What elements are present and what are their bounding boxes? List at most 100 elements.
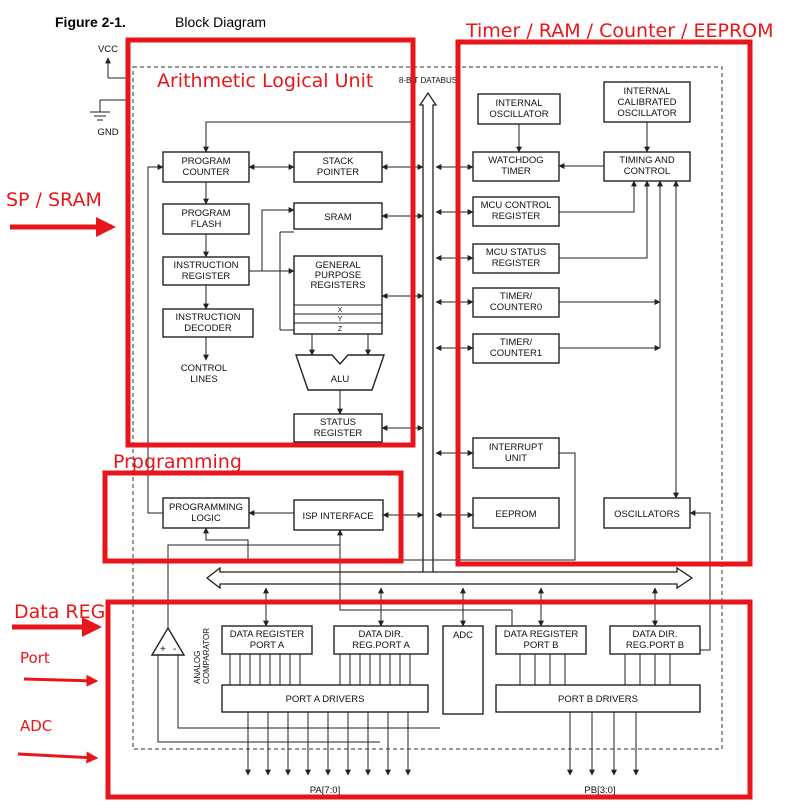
svg-text:COUNTER: COUNTER bbox=[183, 167, 230, 178]
internal-oscillator: INTERNAL OSCILLATOR bbox=[477, 93, 561, 125]
data-dir-reg-port-a: DATA DIR. REG.PORT A bbox=[333, 625, 429, 655]
program-flash: PROGRAM FLASH bbox=[162, 203, 250, 235]
instruction-decoder: INSTRUCTION DECODER bbox=[162, 308, 254, 338]
svg-text:COMPARATOR: COMPARATOR bbox=[202, 628, 211, 684]
svg-text:INTERNAL: INTERNAL bbox=[496, 98, 543, 109]
svg-text:ADC: ADC bbox=[453, 630, 473, 641]
data-reg-label: Data REG bbox=[14, 601, 105, 623]
svg-text:REGISTER: REGISTER bbox=[492, 258, 541, 269]
svg-text:LOGIC: LOGIC bbox=[191, 513, 221, 524]
svg-text:MCU CONTROL: MCU CONTROL bbox=[481, 200, 552, 211]
adc-block: ADC bbox=[442, 625, 484, 715]
control-lines: CONTROL LINES bbox=[181, 363, 227, 385]
svg-text:MCU STATUS: MCU STATUS bbox=[486, 247, 546, 258]
svg-text:OSCILLATORS: OSCILLATORS bbox=[614, 509, 680, 520]
svg-text:GENERAL: GENERAL bbox=[315, 260, 360, 271]
svg-text:INSTRUCTION: INSTRUCTION bbox=[176, 312, 241, 323]
svg-text:X: X bbox=[338, 307, 343, 314]
watchdog-timer: WATCHDOG TIMER bbox=[472, 151, 560, 182]
svg-text:CALIBRATED: CALIBRATED bbox=[618, 97, 677, 108]
svg-text:DATA REGISTER: DATA REGISTER bbox=[230, 629, 305, 640]
svg-text:STACK: STACK bbox=[323, 156, 355, 167]
analog-comparator: + - ANALOG COMPARATOR bbox=[150, 626, 211, 684]
svg-text:PURPOSE: PURPOSE bbox=[315, 270, 361, 281]
svg-text:WATCHDOG: WATCHDOG bbox=[488, 155, 543, 166]
adc-arrow bbox=[17, 751, 99, 764]
svg-text:TIMER/: TIMER/ bbox=[500, 337, 533, 348]
svg-text:REG.PORT B: REG.PORT B bbox=[626, 640, 684, 651]
svg-text:PORT A DRIVERS: PORT A DRIVERS bbox=[286, 694, 365, 705]
svg-text:EEPROM: EEPROM bbox=[495, 509, 536, 520]
timing-and-control: TIMING AND CONTROL bbox=[603, 151, 691, 182]
interrupt-unit: INTERRUPT UNIT bbox=[472, 437, 560, 469]
status-register: STATUS REGISTER bbox=[293, 413, 383, 443]
svg-text:PORT A: PORT A bbox=[250, 640, 285, 651]
svg-text:TIMER: TIMER bbox=[501, 166, 531, 177]
connection-wires bbox=[147, 121, 711, 776]
data-register-port-a: DATA REGISTER PORT A bbox=[221, 625, 313, 655]
mcu-status-register: MCU STATUS REGISTER bbox=[472, 243, 560, 274]
svg-text:ANALOG: ANALOG bbox=[193, 651, 202, 684]
svg-text:Z: Z bbox=[338, 326, 343, 333]
figure-title: Block Diagram bbox=[175, 14, 266, 30]
svg-text:UNIT: UNIT bbox=[505, 453, 527, 464]
timer-group-label: Timer / RAM / Counter / EEPROM bbox=[465, 20, 774, 42]
figure-label: Figure 2-1. bbox=[55, 14, 126, 30]
timer-group-box bbox=[455, 39, 753, 567]
adc-label: ADC bbox=[20, 717, 52, 735]
pa-pins-label: PA[7:0] bbox=[310, 785, 340, 796]
programming-group-box bbox=[102, 470, 404, 564]
svg-text:INSTRUCTION: INSTRUCTION bbox=[174, 260, 239, 271]
svg-text:Y: Y bbox=[338, 316, 343, 323]
svg-text:FLASH: FLASH bbox=[191, 219, 222, 230]
vcc-label: VCC bbox=[98, 44, 118, 55]
alu-group-label: Arithmetic Logical Unit bbox=[157, 70, 373, 92]
data-reg-group-box bbox=[105, 599, 753, 800]
svg-text:OSCILLATOR: OSCILLATOR bbox=[617, 108, 676, 119]
svg-text:PROGRAM: PROGRAM bbox=[181, 156, 230, 167]
programming-group-label: Prpgramming bbox=[113, 451, 242, 473]
databus-horizontal bbox=[205, 566, 694, 590]
svg-text:OSCILLATOR: OSCILLATOR bbox=[489, 109, 548, 120]
svg-text:STATUS: STATUS bbox=[320, 417, 356, 428]
svg-text:REGISTER: REGISTER bbox=[492, 211, 541, 222]
power-section: VCC GND bbox=[90, 44, 130, 138]
annotation-overlays: Arithmetic Logical Unit Timer / RAM / Co… bbox=[6, 20, 774, 800]
sp-sram-label: SP / SRAM bbox=[6, 189, 102, 211]
data-register-port-b: DATA REGISTER PORT B bbox=[495, 625, 587, 655]
svg-text:TIMER/: TIMER/ bbox=[500, 291, 533, 302]
pb-pins-label: PB[3:0] bbox=[584, 785, 615, 796]
program-counter: PROGRAM COUNTER bbox=[162, 151, 250, 183]
port-b-drivers: PORT B DRIVERS bbox=[495, 684, 701, 713]
chip-boundary bbox=[132, 66, 723, 750]
svg-text:TIMING AND: TIMING AND bbox=[619, 155, 675, 166]
svg-text:REGISTERS: REGISTERS bbox=[311, 280, 366, 291]
svg-text:COUNTER0: COUNTER0 bbox=[490, 302, 542, 313]
svg-text:REGISTER: REGISTER bbox=[182, 271, 231, 282]
svg-text:ALU: ALU bbox=[331, 374, 350, 385]
svg-text:INTERRUPT: INTERRUPT bbox=[489, 442, 544, 453]
svg-text:INTERNAL: INTERNAL bbox=[624, 86, 671, 97]
sram-block: SRAM bbox=[293, 202, 383, 230]
instruction-register: INSTRUCTION REGISTER bbox=[162, 256, 250, 286]
svg-text:PROGRAMMING: PROGRAMMING bbox=[169, 502, 243, 513]
svg-text:CONTROL: CONTROL bbox=[181, 363, 227, 374]
gnd-label: GND bbox=[97, 127, 118, 138]
svg-text:REGISTER: REGISTER bbox=[314, 428, 363, 439]
databus-label: 8-BIT DATABUS bbox=[399, 76, 457, 85]
svg-text:LINES: LINES bbox=[190, 374, 217, 385]
svg-text:PROGRAM: PROGRAM bbox=[181, 208, 230, 219]
svg-text:DATA DIR.: DATA DIR. bbox=[632, 629, 677, 640]
svg-text:SRAM: SRAM bbox=[324, 212, 352, 223]
svg-text:PORT B DRIVERS: PORT B DRIVERS bbox=[558, 694, 638, 705]
svg-text:POINTER: POINTER bbox=[317, 167, 359, 178]
svg-text:REG.PORT A: REG.PORT A bbox=[352, 640, 410, 651]
alu-block: ALU bbox=[295, 354, 385, 391]
databus: 8-BIT DATABUS bbox=[205, 76, 694, 590]
port-label: Port bbox=[20, 649, 50, 667]
oscillators-block: OSCILLATORS bbox=[603, 497, 691, 529]
timer-counter0: TIMER/ COUNTER0 bbox=[472, 287, 560, 318]
general-purpose-registers: GENERAL PURPOSE REGISTERS X Y Z bbox=[293, 255, 383, 335]
svg-text:DATA REGISTER: DATA REGISTER bbox=[504, 629, 579, 640]
